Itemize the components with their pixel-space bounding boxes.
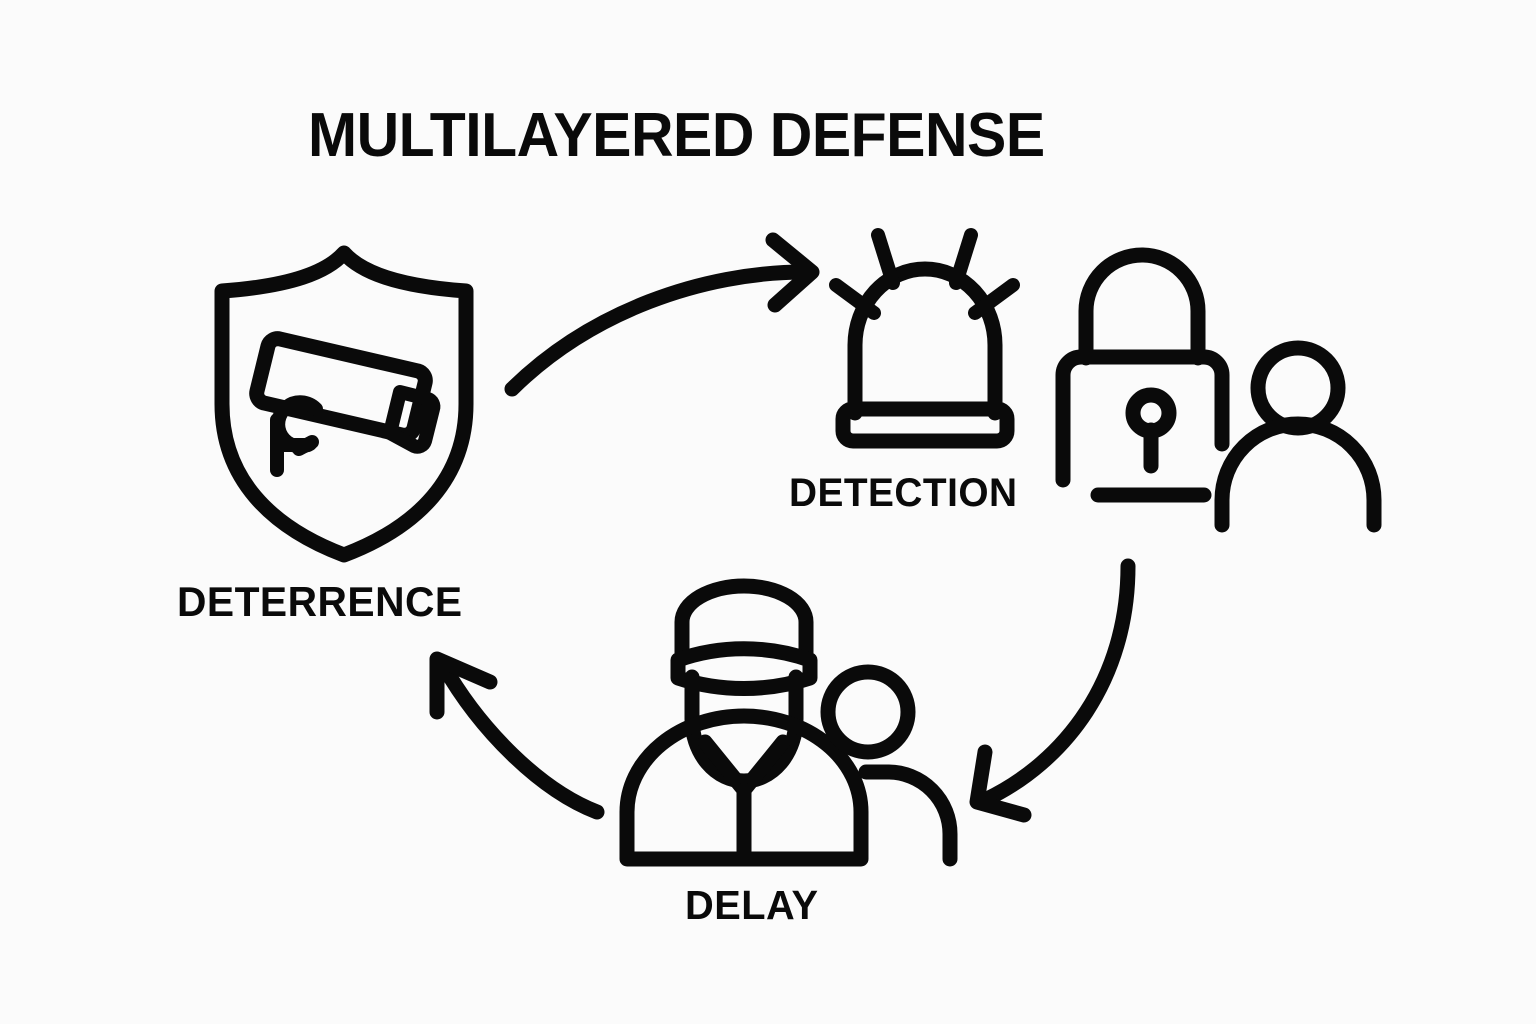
siren-alarm-icon <box>829 228 1020 449</box>
guard-cap-crown <box>674 578 814 662</box>
person-shoulders <box>1214 416 1382 533</box>
arrow-delay-to-deterrence <box>429 651 605 820</box>
siren-ray-right-side <box>968 278 1020 320</box>
detection-icon-group <box>829 228 1382 533</box>
arrow-deterrence-to-detection <box>504 232 820 397</box>
siren-ray-left-top <box>871 228 900 290</box>
security-guard-icon <box>619 578 869 867</box>
person-head <box>820 664 916 760</box>
stage-label-delay: DELAY <box>685 882 819 928</box>
shield-icon <box>214 245 474 563</box>
person-head <box>1250 340 1346 436</box>
padlock-icon <box>1055 247 1230 503</box>
deterrence-icon-group <box>214 245 474 563</box>
person-icon-delay <box>820 664 958 867</box>
delay-icon-group <box>619 578 958 867</box>
page-title: MULTILAYERED DEFENSE <box>308 101 1045 170</box>
cctv-camera-icon <box>249 331 441 477</box>
guard-cap-brim <box>670 641 818 696</box>
siren-ray-left-side <box>829 278 881 320</box>
arrow-detection-to-delay <box>969 558 1136 823</box>
stage-label-deterrence: DETERRENCE <box>177 578 463 625</box>
siren-ray-right-top <box>949 228 978 290</box>
person-icon-detection <box>1214 340 1382 533</box>
guard-torso <box>619 708 869 867</box>
stage-label-detection: DETECTION <box>789 471 1018 515</box>
person-shoulders <box>858 764 958 867</box>
